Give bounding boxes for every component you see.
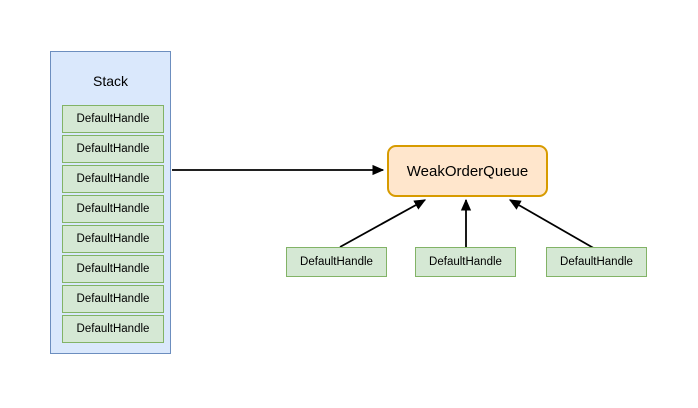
arrow-handle3-to-queue (508, 199, 598, 251)
arrow-handle1-to-queue (339, 199, 427, 248)
external-handle[interactable]: DefaultHandle (286, 247, 387, 277)
stack-title: Stack (92, 73, 128, 89)
stack-item[interactable]: DefaultHandle (62, 285, 164, 313)
external-handle[interactable]: DefaultHandle (415, 247, 516, 277)
stack-item[interactable]: DefaultHandle (62, 165, 164, 193)
weak-order-queue-node[interactable]: WeakOrderQueue (387, 145, 548, 197)
stack-item[interactable]: DefaultHandle (62, 195, 164, 223)
stack-item[interactable]: DefaultHandle (62, 135, 164, 163)
external-handle[interactable]: DefaultHandle (546, 247, 647, 277)
stack-item[interactable]: DefaultHandle (62, 105, 164, 133)
stack-item[interactable]: DefaultHandle (62, 255, 164, 283)
stack-item[interactable]: DefaultHandle (62, 225, 164, 253)
stack-item[interactable]: DefaultHandle (62, 315, 164, 343)
